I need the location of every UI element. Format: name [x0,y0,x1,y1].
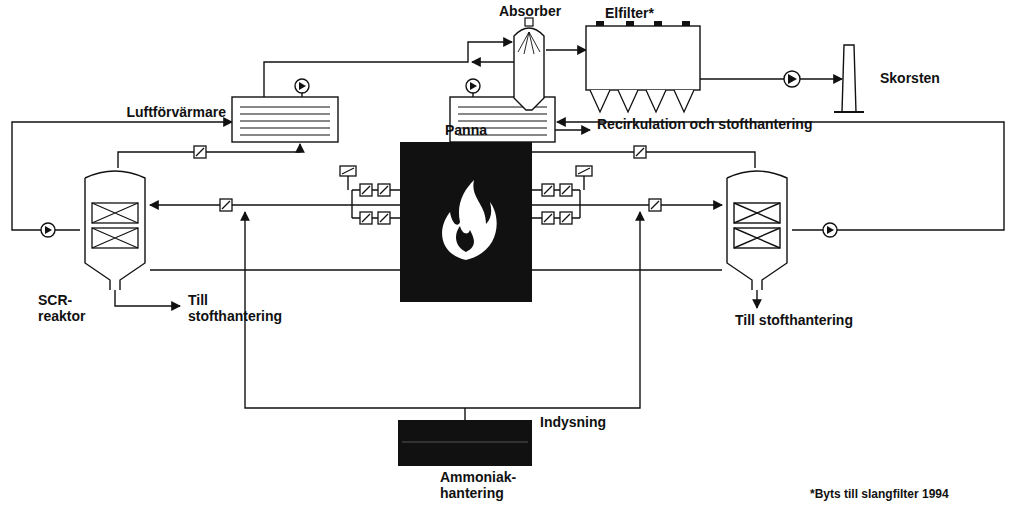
dust-handling-note: Till stofthantering [735,312,853,328]
panna-outline [400,142,532,302]
ammonia-handling: Ammoniak-hantering [398,420,532,466]
node-label: Luftförvärmare [126,104,226,120]
node-label: Skorsten [880,70,940,86]
footnote: *Byts till slangfilter 1994 [810,486,949,502]
absorber-vessel: Absorber [512,22,546,110]
chimney-outline [842,45,856,112]
boiler: Panna [400,142,532,302]
node-label: Panna [445,122,487,138]
elfilter-outline [586,26,700,90]
node-label: Elfilter* [605,5,654,21]
flow-connector [546,49,586,50]
heater-outline [232,97,338,142]
injection-note: Indysning [540,414,606,430]
node-label: Absorber [499,3,561,19]
node-label: SCR-reaktor [38,292,85,324]
flow-connector [264,42,512,97]
air-preheater: Luftförvärmare [232,97,338,142]
chimney: Skorsten [842,45,856,112]
flow-connector [700,78,842,79]
absorber-outline [512,22,546,110]
flow-connector [150,204,400,205]
electrostatic-filter: Elfilter* [586,26,700,90]
recirculation-note: Recirkulation och stofthantering [597,116,812,132]
dust-handling-note: Till stofthantering [188,292,282,324]
scr-reactor: SCR-reaktor [80,168,150,290]
node-label: Ammoniak-hantering [440,469,516,501]
scr-outline [80,168,150,290]
ammonia-outline [398,420,532,466]
